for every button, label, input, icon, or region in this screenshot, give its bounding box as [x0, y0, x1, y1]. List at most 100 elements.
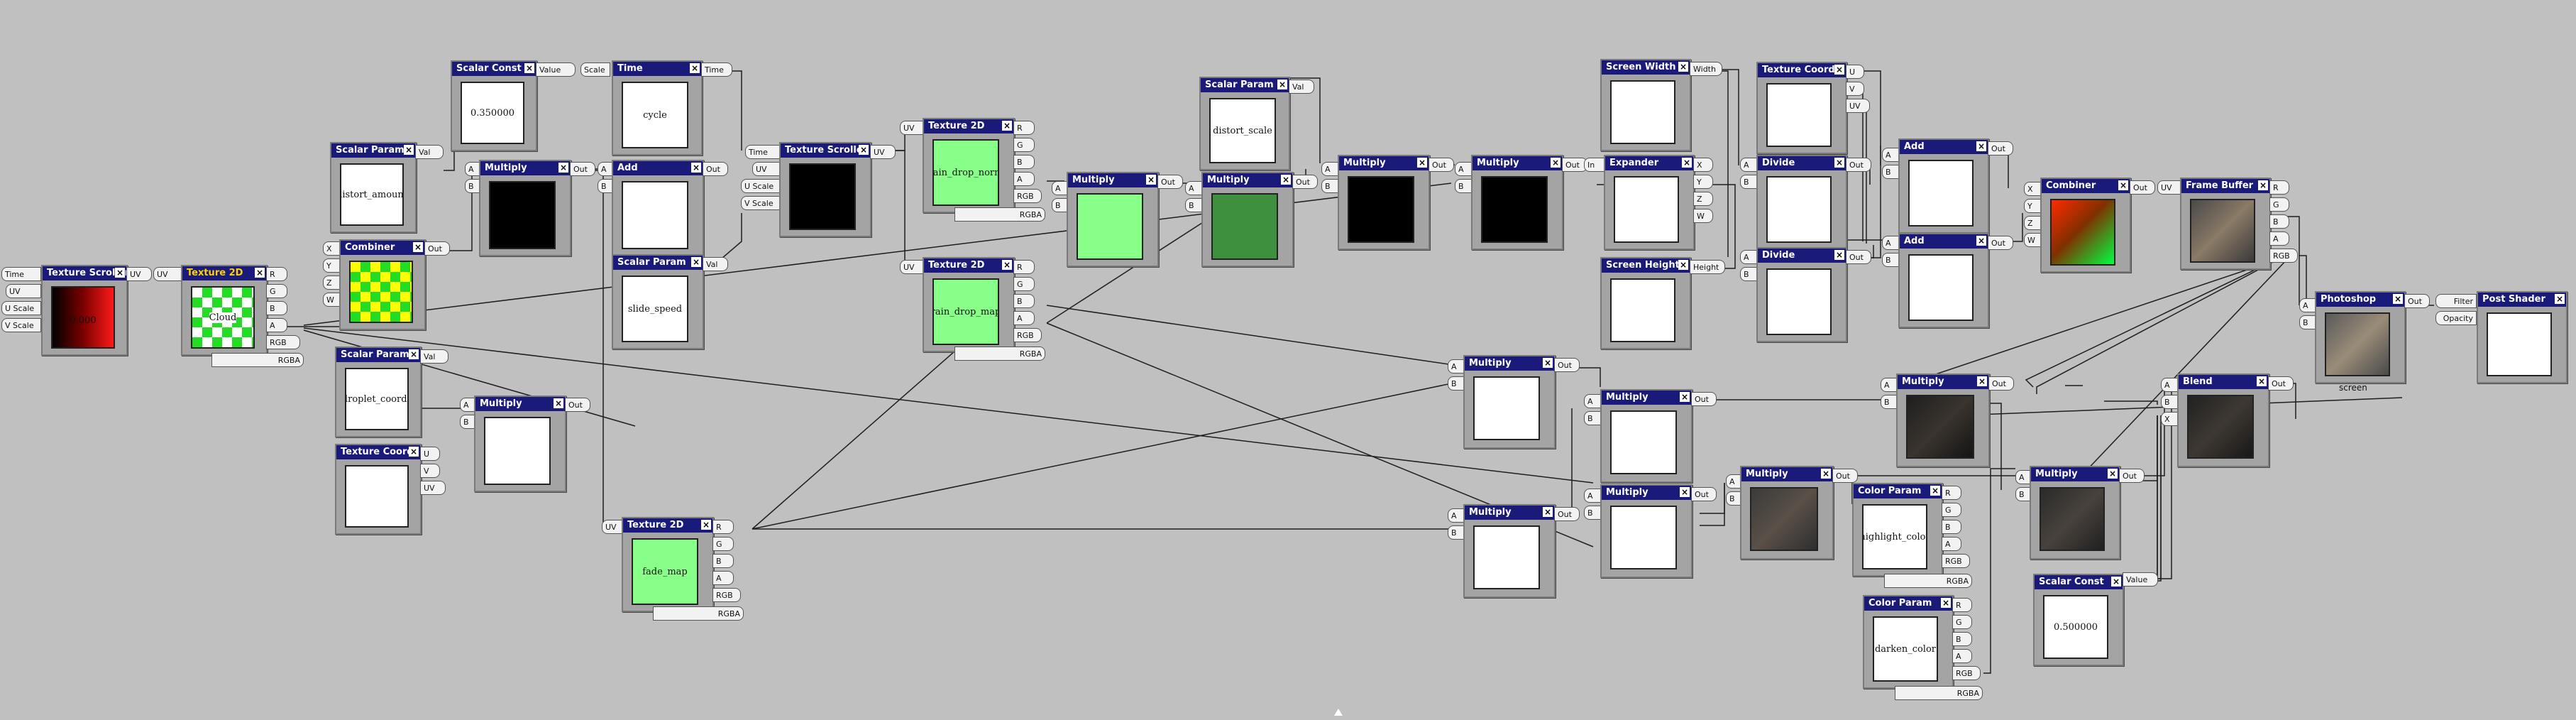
- close-icon[interactable]: ×: [691, 163, 701, 173]
- port-rgb[interactable]: RGB: [712, 588, 741, 602]
- port-b[interactable]: B: [1952, 632, 1972, 646]
- port-w[interactable]: W: [1693, 209, 1713, 223]
- close-icon[interactable]: ×: [1543, 358, 1553, 368]
- close-icon[interactable]: ×: [1680, 392, 1690, 402]
- port-height[interactable]: Height: [1690, 260, 1725, 274]
- port-uv-out[interactable]: UV: [126, 267, 152, 281]
- port-a[interactable]: A: [1740, 250, 1757, 264]
- node-add[interactable]: Add ×: [1898, 138, 1989, 234]
- node-screen-width[interactable]: Screen Width ×: [1600, 59, 1691, 151]
- close-icon[interactable]: ×: [255, 268, 265, 278]
- port-out[interactable]: Out: [2404, 294, 2430, 308]
- close-icon[interactable]: ×: [409, 447, 419, 457]
- port-z[interactable]: Z: [1693, 192, 1713, 206]
- port-b[interactable]: B: [712, 554, 734, 568]
- port-out[interactable]: Out: [1554, 507, 1580, 521]
- port-r[interactable]: R: [1942, 486, 1961, 500]
- close-icon[interactable]: ×: [2258, 180, 2268, 190]
- port-x[interactable]: X: [323, 241, 340, 256]
- port-a[interactable]: A: [1584, 489, 1601, 503]
- port-a[interactable]: A: [2299, 298, 2316, 312]
- port-rgb[interactable]: RGB: [1952, 666, 1981, 680]
- port-b[interactable]: B: [1881, 395, 1898, 409]
- port-uv[interactable]: UV: [900, 121, 924, 135]
- port-y[interactable]: Y: [2024, 199, 2041, 213]
- port-a[interactable]: A: [1013, 311, 1035, 325]
- port-a[interactable]: A: [2269, 231, 2289, 246]
- port-b[interactable]: B: [1740, 267, 1757, 281]
- port-x[interactable]: X: [2161, 412, 2178, 426]
- node-texture-2d[interactable]: Texture 2D × Cloud: [181, 265, 268, 356]
- port-b[interactable]: B: [1942, 520, 1961, 534]
- port-b[interactable]: B: [2299, 315, 2316, 329]
- port-rgb[interactable]: RGB: [2269, 249, 2298, 263]
- node-post-shader[interactable]: Post Shader ×: [2477, 291, 2567, 383]
- port-u-scale[interactable]: U Scale: [1, 301, 41, 315]
- node-multiply[interactable]: Multiply ×: [2030, 466, 2120, 560]
- port-b[interactable]: B: [2269, 214, 2289, 229]
- port-a[interactable]: A: [2015, 470, 2032, 484]
- node-blend[interactable]: Blend ×: [2177, 373, 2269, 467]
- port-uv[interactable]: UV: [1846, 99, 1870, 113]
- port-val[interactable]: Val: [1289, 80, 1314, 94]
- close-icon[interactable]: ×: [1417, 158, 1427, 168]
- port-a[interactable]: A: [1013, 172, 1035, 186]
- port-val[interactable]: Val: [420, 349, 448, 364]
- close-icon[interactable]: ×: [1930, 486, 1940, 496]
- port-out[interactable]: Out: [570, 162, 595, 176]
- port-b[interactable]: B: [2161, 395, 2178, 409]
- port-a[interactable]: A: [1882, 236, 1899, 250]
- node-scalar-const[interactable]: Scalar Const × 0.350000: [451, 60, 537, 151]
- port-rgb[interactable]: RGB: [1013, 328, 1042, 342]
- port-a[interactable]: A: [1321, 162, 1338, 176]
- port-v[interactable]: V: [420, 464, 440, 478]
- port-v[interactable]: V: [1846, 82, 1864, 96]
- port-r[interactable]: R: [1013, 260, 1035, 274]
- close-icon[interactable]: ×: [1976, 236, 1986, 246]
- node-scalar-param[interactable]: Scalar Param × distort_amount: [330, 142, 417, 233]
- node-frame-buffer[interactable]: Frame Buffer ×: [2180, 178, 2271, 270]
- port-rgba[interactable]: RGBA: [1884, 574, 1972, 588]
- port-out[interactable]: Out: [1691, 487, 1717, 501]
- node-screen-height[interactable]: Screen Height ×: [1600, 257, 1691, 349]
- port-g[interactable]: G: [266, 284, 287, 298]
- node-multiply[interactable]: Multiply ×: [1600, 389, 1692, 483]
- close-icon[interactable]: ×: [554, 398, 563, 408]
- port-out[interactable]: Out: [1554, 358, 1580, 372]
- port-time[interactable]: Time: [745, 145, 782, 159]
- port-rgba[interactable]: RGBA: [211, 353, 304, 367]
- port-r[interactable]: R: [266, 267, 287, 281]
- port-b[interactable]: B: [1726, 491, 1743, 506]
- node-texture-coords[interactable]: Texture Coords ×: [1756, 62, 1847, 154]
- node-combiner[interactable]: Combiner ×: [339, 239, 426, 330]
- port-v-scale[interactable]: V Scale: [1, 318, 41, 332]
- port-out[interactable]: Out: [1846, 158, 1871, 172]
- close-icon[interactable]: ×: [1678, 62, 1688, 72]
- port-out[interactable]: Out: [1691, 392, 1717, 406]
- port-out[interactable]: Out: [1832, 469, 1858, 483]
- close-icon[interactable]: ×: [524, 63, 534, 73]
- node-multiply[interactable]: Multiply ×: [474, 396, 566, 492]
- port-b[interactable]: B: [1584, 506, 1601, 520]
- port-g[interactable]: G: [1013, 138, 1035, 152]
- close-icon[interactable]: ×: [1678, 260, 1688, 270]
- port-uv[interactable]: UV: [602, 520, 623, 534]
- port-u[interactable]: U: [420, 447, 440, 461]
- port-b[interactable]: B: [1882, 253, 1899, 267]
- port-out[interactable]: Out: [703, 162, 728, 176]
- close-icon[interactable]: ×: [1834, 250, 1844, 260]
- port-r[interactable]: R: [1013, 121, 1035, 135]
- close-icon[interactable]: ×: [1977, 376, 1987, 386]
- port-out[interactable]: Out: [2130, 180, 2155, 195]
- close-icon[interactable]: ×: [1002, 260, 1012, 270]
- port-b[interactable]: B: [1185, 198, 1202, 212]
- node-multiply[interactable]: Multiply ×: [1740, 466, 1834, 560]
- node-texture-2d[interactable]: Texture 2D × fade_map: [622, 517, 714, 612]
- port-rgba[interactable]: RGBA: [954, 347, 1045, 361]
- close-icon[interactable]: ×: [2555, 294, 2565, 304]
- node-add[interactable]: Add ×: [1898, 233, 1989, 328]
- port-rgba[interactable]: RGBA: [1895, 686, 1983, 700]
- close-icon[interactable]: ×: [1834, 65, 1844, 75]
- port-b[interactable]: B: [1013, 294, 1035, 308]
